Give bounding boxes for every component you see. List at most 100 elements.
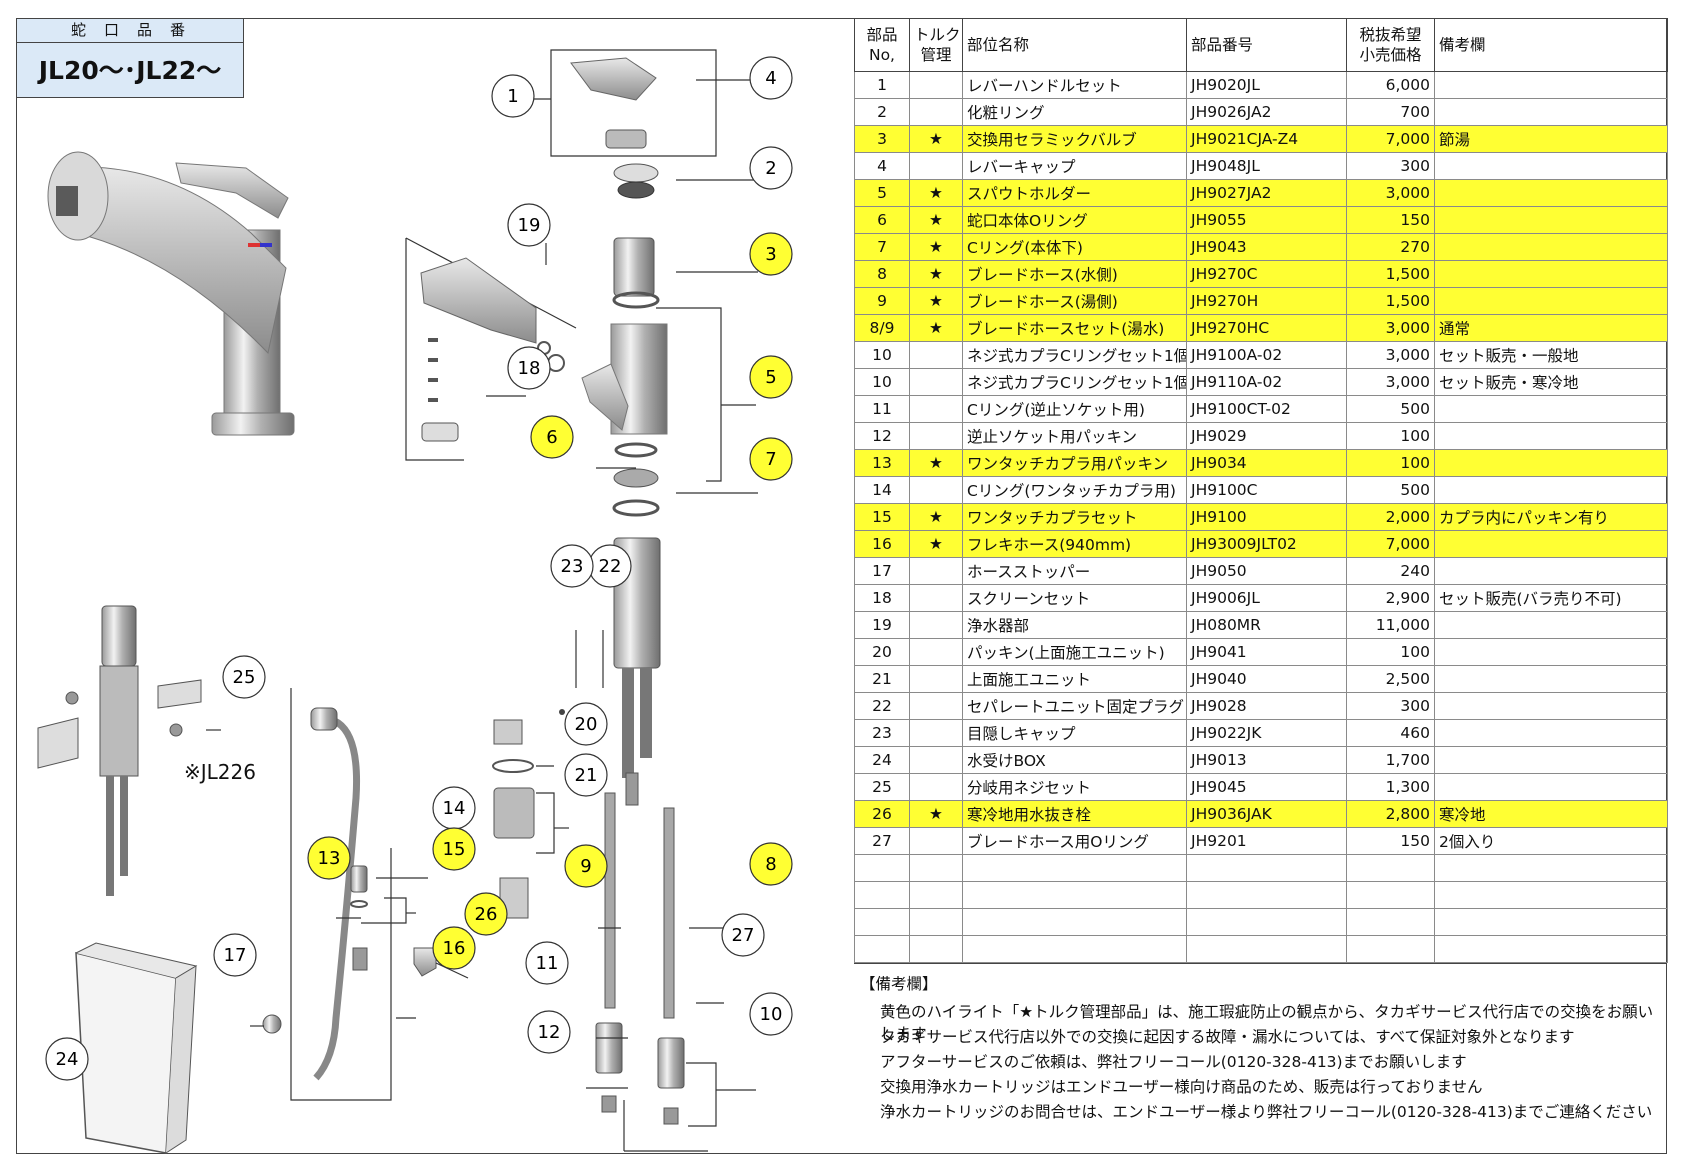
part-name-cell: 上面施工ユニット — [962, 665, 1187, 693]
col-header-remarks: 備考欄 — [1434, 18, 1668, 72]
callout-circle — [749, 232, 793, 276]
part-name-cell: ホースストッパー — [962, 557, 1187, 585]
callout-number: 18 — [518, 358, 541, 379]
part-number-cell: JH080MR — [1186, 611, 1347, 639]
callout-circle — [749, 146, 793, 190]
price-cell: 7,000 — [1346, 530, 1435, 558]
col-header-torque-line1: トルク — [914, 26, 961, 44]
part-no-cell: 10 — [854, 341, 910, 369]
callout-number: 14 — [443, 798, 466, 819]
part-no-cell: 24 — [854, 746, 910, 774]
price-cell: 11,000 — [1346, 611, 1435, 639]
part-number-cell: JH9050 — [1186, 557, 1347, 585]
price-cell — [1346, 881, 1435, 909]
torque-cell: ★ — [909, 179, 963, 207]
price-cell: 270 — [1346, 233, 1435, 261]
price-cell: 150 — [1346, 206, 1435, 234]
price-cell: 500 — [1346, 395, 1435, 423]
callout-circle — [749, 56, 793, 100]
callout-8: 8 — [749, 842, 793, 886]
price-cell — [1346, 908, 1435, 936]
remarks-notes: 【備考欄】 黄色のハイライト「★トルク管理部品」は、施工瑕疵防止の観点から、タカ… — [854, 963, 1667, 1154]
remarks-cell — [1434, 179, 1668, 207]
price-cell: 1,700 — [1346, 746, 1435, 774]
callout-13: 13 — [307, 836, 351, 880]
table-row — [854, 854, 1668, 882]
torque-cell — [909, 557, 963, 585]
part-name-cell: レバーキャップ — [962, 152, 1187, 180]
part-no-cell: 8/9 — [854, 314, 910, 342]
price-cell: 500 — [1346, 476, 1435, 504]
part-no-cell: 1 — [854, 71, 910, 99]
callout-circle — [45, 1037, 89, 1081]
price-cell: 240 — [1346, 557, 1435, 585]
price-cell: 150 — [1346, 827, 1435, 855]
torque-cell — [909, 98, 963, 126]
part-no-cell: 18 — [854, 584, 910, 612]
torque-cell: ★ — [909, 503, 963, 531]
remarks-note-line: 黄色のハイライト「★トルク管理部品」は、施工瑕疵防止の観点から、タカギサービス代… — [880, 1003, 1654, 1043]
jl226-model-note: ※JL226 — [184, 760, 256, 784]
part-name-cell: 水受けBOX — [962, 746, 1187, 774]
torque-cell: ★ — [909, 314, 963, 342]
callout-27: 27 — [721, 913, 765, 957]
callout-circle — [530, 415, 574, 459]
part-no-cell: 3 — [854, 125, 910, 153]
remarks-cell — [1434, 98, 1668, 126]
part-no-cell: 17 — [854, 557, 910, 585]
remarks-cell: 寒冷地 — [1434, 800, 1668, 828]
remarks-cell — [1434, 233, 1668, 261]
part-no-cell — [854, 935, 910, 963]
torque-cell — [909, 881, 963, 909]
col-header-torque: トルク 管理 — [909, 18, 963, 72]
callout-circle — [222, 655, 266, 699]
part-number-cell — [1186, 881, 1347, 909]
col-header-part-no-line2: No, — [868, 46, 895, 64]
remarks-cell — [1434, 935, 1668, 963]
part-number-cell: JH9100CT-02 — [1186, 395, 1347, 423]
torque-cell — [909, 395, 963, 423]
torque-cell: ★ — [909, 449, 963, 477]
part-name-cell: ネジ式カプラCリングセット1個 — [962, 341, 1187, 369]
torque-cell: ★ — [909, 233, 963, 261]
price-cell: 6,000 — [1346, 71, 1435, 99]
torque-cell — [909, 638, 963, 666]
torque-cell — [909, 854, 963, 882]
remarks-cell — [1434, 881, 1668, 909]
price-cell: 1,500 — [1346, 287, 1435, 315]
callout-number: 4 — [765, 68, 776, 89]
torque-cell — [909, 422, 963, 450]
remarks-cell — [1434, 395, 1668, 423]
remarks-cell — [1434, 206, 1668, 234]
callout-number: 3 — [765, 244, 776, 265]
remarks-cell: セット販売(バラ売り不可) — [1434, 584, 1668, 612]
remarks-cell — [1434, 260, 1668, 288]
price-cell: 1,500 — [1346, 260, 1435, 288]
part-number-cell: JH9100A-02 — [1186, 341, 1347, 369]
callout-number: 5 — [765, 367, 776, 388]
remarks-cell — [1434, 719, 1668, 747]
remarks-cell — [1434, 773, 1668, 801]
torque-cell: ★ — [909, 530, 963, 558]
remarks-cell — [1434, 611, 1668, 639]
part-name-cell: ブレードホースセット(湯水) — [962, 314, 1187, 342]
col-header-part-no: 部品 No, — [854, 18, 910, 72]
callout-number: 9 — [580, 856, 591, 877]
callout-10: 10 — [749, 992, 793, 1036]
callout-1: 1 — [491, 74, 535, 118]
part-number-cell: JH9029 — [1186, 422, 1347, 450]
remarks-note-line: タカギサービス代行店以外での交換に起因する故障・漏水については、すべて保証対象外… — [880, 1028, 1575, 1046]
part-name-cell: セパレートユニット固定プラグ — [962, 692, 1187, 720]
price-cell: 3,000 — [1346, 314, 1435, 342]
